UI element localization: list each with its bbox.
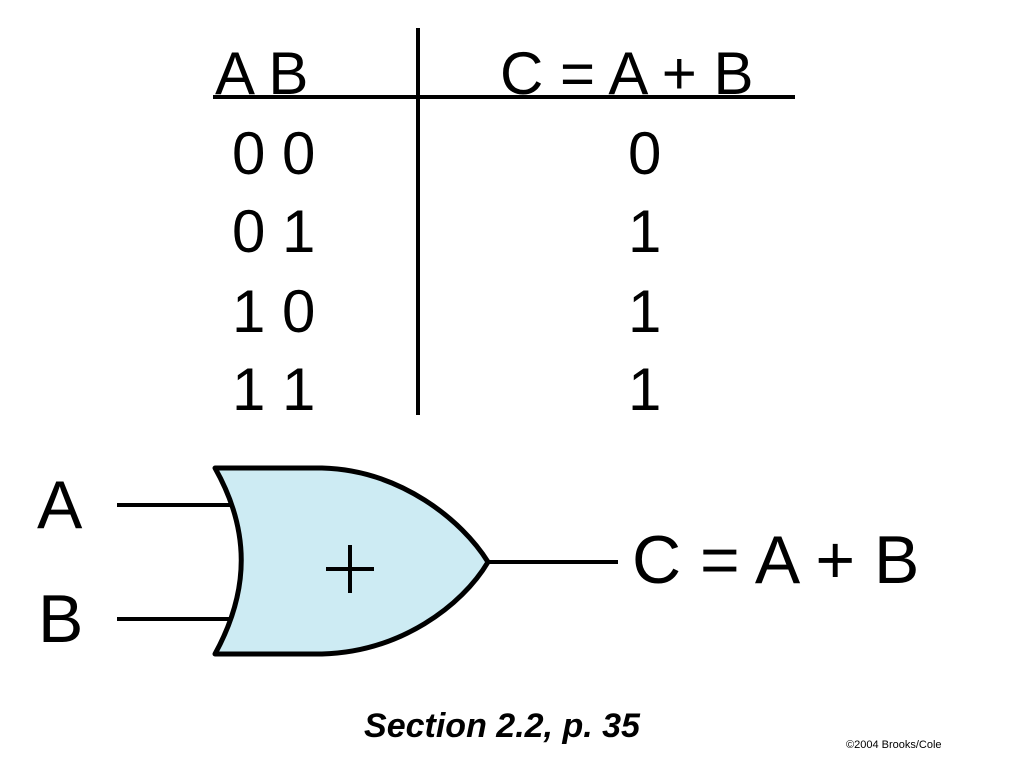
copyright-notice: ©2004 Brooks/Cole bbox=[846, 739, 942, 751]
truth-table-row-1-output: 0 bbox=[628, 120, 662, 187]
input-b-label: B bbox=[38, 581, 84, 657]
truth-table-header-output: C = A + B bbox=[500, 40, 754, 107]
truth-table-row-1-inputs: 0 0 bbox=[232, 120, 316, 187]
plus-icon bbox=[326, 545, 374, 593]
truth-table-row-3-inputs: 1 0 bbox=[232, 278, 316, 345]
truth-table-header-inputs: A B bbox=[215, 40, 309, 107]
truth-table-row-4-output: 1 bbox=[628, 356, 662, 423]
truth-table: A B C = A + B 0 0 0 0 1 1 1 0 1 1 1 1 bbox=[213, 28, 795, 423]
or-gate-drawing bbox=[117, 465, 618, 657]
input-a-label: A bbox=[37, 467, 83, 543]
truth-table-row-3-output: 1 bbox=[628, 278, 662, 345]
truth-table-row-2-output: 1 bbox=[628, 198, 662, 265]
or-gate-diagram: A B C = A + B bbox=[0, 440, 1024, 680]
truth-table-row-2-inputs: 0 1 bbox=[232, 198, 316, 265]
truth-table-header-rule bbox=[213, 95, 795, 99]
section-caption: Section 2.2, p. 35 bbox=[364, 707, 640, 745]
truth-table-column-divider bbox=[416, 28, 420, 415]
truth-table-row-4-inputs: 1 1 bbox=[232, 356, 316, 423]
output-expression-label: C = A + B bbox=[632, 522, 920, 598]
